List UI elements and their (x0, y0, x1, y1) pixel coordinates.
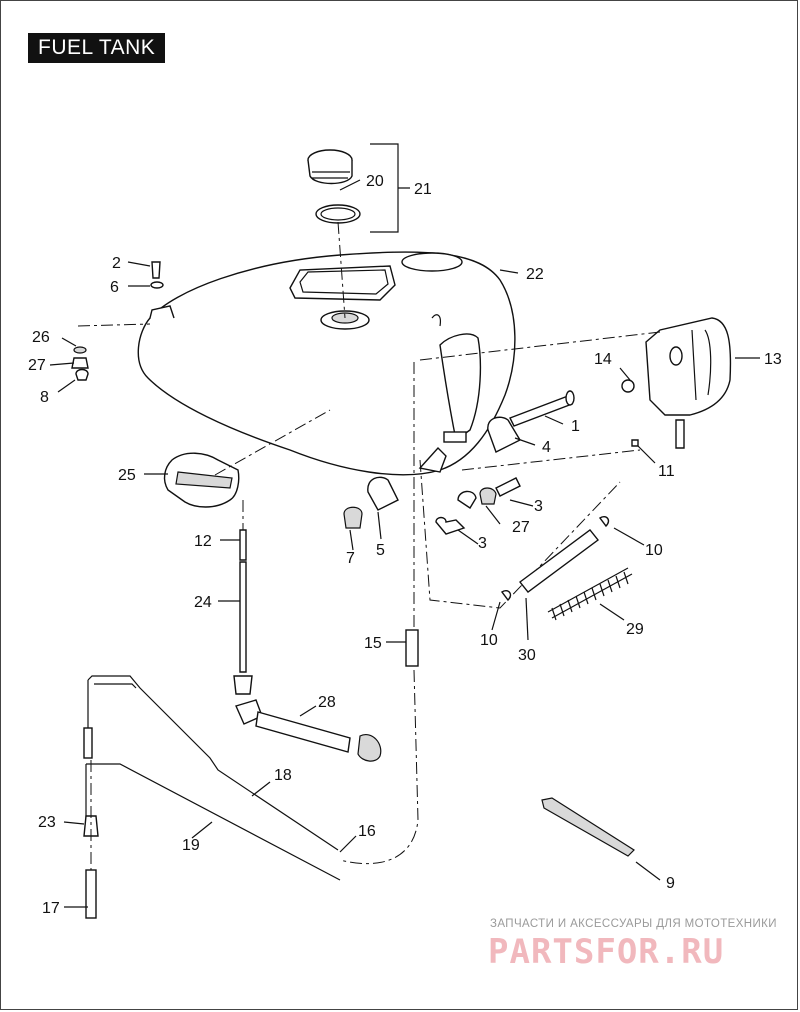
callout-10-lower: 10 (480, 632, 498, 649)
callout-27: 27 (28, 357, 46, 374)
watermark-logo: PARTSFOR.RU (488, 932, 725, 972)
callout-30: 30 (518, 647, 536, 664)
callout-13: 13 (764, 351, 782, 368)
leader-lines (49, 179, 760, 908)
callout-3-lower: 3 (478, 535, 487, 552)
callout-18: 18 (274, 767, 292, 784)
callout-3: 3 (534, 498, 543, 515)
callout-29: 29 (626, 621, 644, 638)
callout-2: 2 (112, 255, 121, 272)
callout-24: 24 (194, 594, 212, 611)
callout-7: 7 (346, 550, 355, 567)
fuel-tank-part (137, 251, 516, 476)
fuel-cap-assembly (307, 143, 410, 319)
callout-23: 23 (38, 814, 56, 831)
callout-5: 5 (376, 542, 385, 559)
callout-10: 10 (645, 542, 663, 559)
callout-8: 8 (40, 389, 49, 406)
callout-27-rear: 27 (512, 519, 530, 536)
callout-20: 20 (366, 173, 384, 190)
rear-mount-hardware (343, 317, 732, 609)
callout-11: 11 (658, 463, 675, 480)
fuel-line-parts (233, 500, 382, 762)
callout-14: 14 (594, 351, 612, 368)
callout-12: 12 (194, 533, 212, 550)
callout-26: 26 (32, 329, 50, 346)
callout-9: 9 (666, 875, 675, 892)
lower-parts (83, 362, 635, 919)
callout-4: 4 (542, 439, 551, 456)
page-title: FUEL TANK (28, 33, 166, 63)
emblem-part (163, 409, 331, 508)
callout-21: 21 (414, 181, 432, 198)
watermark-tagline: ЗАПЧАСТИ И АКСЕССУАРЫ ДЛЯ МОТОТЕХНИКИ (490, 918, 777, 930)
callout-22: 22 (526, 266, 544, 283)
callout-17: 17 (42, 900, 60, 917)
callout-16: 16 (358, 823, 376, 840)
callout-28: 28 (318, 694, 336, 711)
callout-25: 25 (118, 467, 136, 484)
callout-labels: 1 2 3 3 4 5 6 7 8 9 10 10 11 12 13 14 15… (28, 173, 782, 917)
vent-hose-parts (500, 516, 633, 621)
callout-1: 1 (571, 418, 580, 435)
callout-15: 15 (364, 635, 382, 652)
callout-6: 6 (110, 279, 119, 296)
callout-19: 19 (182, 837, 200, 854)
left-mount-hardware (71, 261, 164, 381)
